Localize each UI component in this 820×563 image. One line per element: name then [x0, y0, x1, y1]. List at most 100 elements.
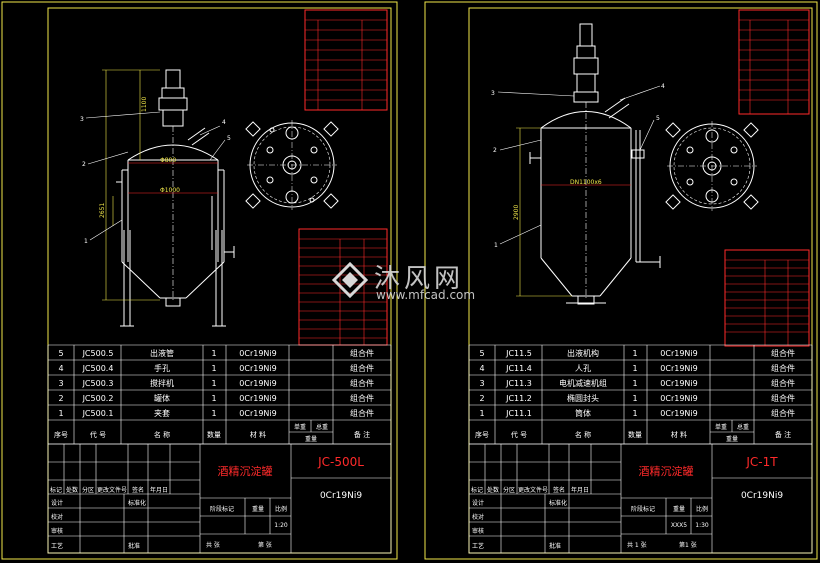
part-note: 组合件 [350, 348, 374, 358]
right-tech-table [724, 249, 810, 347]
col-total-weight: 总重 [316, 423, 328, 431]
part-code: JC500.4 [82, 364, 114, 373]
part-code: JC500.5 [82, 349, 114, 358]
part-material: 0Cr19Ni9 [660, 409, 697, 418]
tb-drawing-title: 酒精沉淀罐 [639, 464, 694, 478]
part-material: 0Cr19Ni9 [239, 379, 276, 388]
tb-date: 年月日 [571, 486, 589, 494]
watermark-url: www.mfcad.com [376, 288, 476, 302]
part-no: 5 [58, 349, 63, 358]
tb-scale: 比例 [275, 505, 287, 513]
col-unit-weight: 单重 [715, 423, 727, 431]
part-name: 手孔 [154, 363, 170, 373]
tb-stage: 阶段标记 [210, 505, 234, 513]
right-parts-list-grid [468, 344, 813, 445]
tb-material: 0Cr19Ni9 [741, 491, 783, 501]
tb-zone: 分区 [503, 486, 515, 494]
right-leader-lines [497, 85, 661, 245]
left-leader-3: 3 [80, 116, 84, 123]
part-qty: 1 [632, 379, 637, 388]
part-code: JC11.2 [505, 394, 532, 403]
part-note: 组合件 [350, 408, 374, 418]
tb-review: 审核 [472, 527, 484, 535]
part-material: 0Cr19Ni9 [239, 409, 276, 418]
tb-weight: 重量 [673, 505, 685, 513]
tb-standard: 标准化 [128, 499, 146, 507]
part-code: JC11.4 [505, 364, 532, 373]
tb-craft: 工艺 [51, 542, 63, 550]
part-name: 出液机构 [567, 348, 599, 358]
tb-mark: 标记 [50, 486, 62, 494]
tb-sheets-total: 共 张 [206, 541, 220, 549]
part-material: 0Cr19Ni9 [239, 364, 276, 373]
col-code: 代 号 [511, 430, 527, 439]
watermark: 沐风网 www.mfcad.com [330, 258, 500, 304]
part-no: 1 [479, 409, 484, 418]
part-material: 0Cr19Ni9 [660, 364, 697, 373]
tb-drawing-code: JC-500L [317, 455, 364, 469]
watermark-logo-icon [331, 261, 369, 299]
part-qty: 1 [632, 364, 637, 373]
tb-drawing-code: JC-1T [745, 455, 778, 469]
part-name: 电机减速机组 [559, 378, 607, 388]
right-leader-4: 4 [661, 83, 665, 90]
col-note: 备 注 [775, 430, 791, 439]
part-note: 组合件 [771, 363, 795, 373]
left-leader-lines [85, 111, 226, 241]
part-no: 3 [58, 379, 63, 388]
col-no: 序号 [54, 430, 68, 439]
tb-sign: 签名 [132, 486, 144, 494]
left-vessel-dimensions [102, 69, 160, 301]
part-name: 出液管 [150, 348, 174, 358]
tb-zone: 分区 [82, 486, 94, 494]
part-note: 组合件 [350, 378, 374, 388]
tb-sheets-total: 共 1 张 [627, 541, 647, 549]
part-name: 筒体 [575, 408, 591, 418]
part-code: JC11.3 [505, 379, 532, 388]
part-no: 3 [479, 379, 484, 388]
right-nozzle-table [738, 9, 810, 115]
tb-drawing-title: 酒精沉淀罐 [218, 464, 273, 478]
right-dim-inner: DN1100x6 [570, 179, 602, 186]
tb-doc: 更改文件号 [518, 486, 548, 494]
col-qty: 数量 [207, 430, 221, 439]
tb-sheet-no: 第 张 [258, 541, 272, 549]
part-name: 罐体 [154, 393, 170, 403]
part-note: 组合件 [771, 408, 795, 418]
tb-weight-value: XXX5 [671, 522, 687, 529]
left-top-view [245, 120, 339, 210]
col-unit-weight: 单重 [294, 423, 306, 431]
right-vessel-dimensions [516, 127, 572, 297]
tb-design: 设计 [472, 499, 484, 507]
part-no: 4 [58, 364, 63, 373]
col-material: 材 料 [671, 430, 687, 439]
right-vessel-drawing [529, 23, 661, 305]
left-title-block-grid [47, 443, 392, 554]
watermark-text: 沐风网 [374, 264, 465, 294]
tb-design: 设计 [51, 499, 63, 507]
tb-review: 审核 [51, 527, 63, 535]
part-qty: 1 [211, 364, 216, 373]
part-qty: 1 [211, 349, 216, 358]
left-dim-outer: Φ1000 [160, 187, 180, 194]
left-dim-height: 2651 [99, 203, 106, 218]
tb-sheet-no: 第1 张 [679, 541, 697, 549]
part-qty: 1 [632, 394, 637, 403]
left-dim-inner: Φ800 [160, 157, 176, 164]
part-note: 组合件 [771, 393, 795, 403]
part-material: 0Cr19Ni9 [660, 379, 697, 388]
tb-stage: 阶段标记 [631, 505, 655, 513]
left-leader-1: 1 [84, 238, 88, 245]
part-note: 组合件 [350, 393, 374, 403]
tb-sign: 签名 [553, 486, 565, 494]
part-qty: 1 [632, 349, 637, 358]
tb-count: 处数 [487, 486, 499, 494]
part-material: 0Cr19Ni9 [660, 394, 697, 403]
part-no: 5 [479, 349, 484, 358]
right-title-block: 标记处数分区更改文件号签名年月日设计标准化校对审核工艺批准酒精沉淀罐阶段标记重量… [471, 455, 783, 550]
part-material: 0Cr19Ni9 [239, 349, 276, 358]
col-weight: 重量 [305, 435, 317, 443]
right-title-block-grid [468, 443, 813, 554]
